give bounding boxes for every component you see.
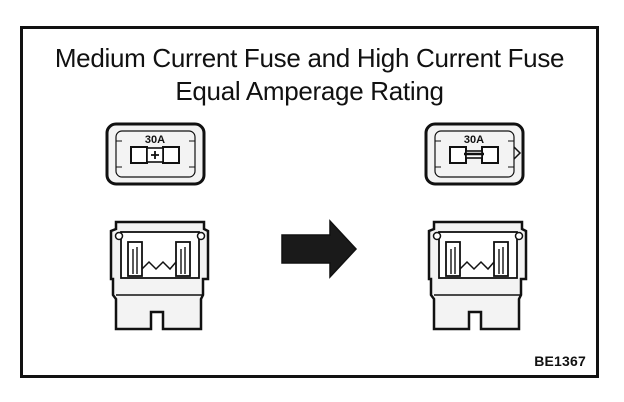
medium-current-fuse-side-left-icon — [109, 220, 210, 331]
diagram-code: BE1367 — [534, 353, 586, 369]
high-current-fuse-side-right-icon — [427, 220, 528, 331]
fuse-rating-label-right: 30A — [464, 134, 484, 146]
fuse-rating-label-left: 30A — [145, 134, 165, 146]
diagram-frame: Medium Current Fuse and High Current Fus… — [20, 26, 599, 378]
medium-current-fuse-left-icon — [105, 122, 206, 186]
fuse-illustration: 30A 30A — [105, 122, 528, 331]
diagram-title-line-2: Equal Amperage Rating — [175, 76, 444, 106]
right-arrow-icon — [281, 219, 358, 279]
high-current-fuse-right-icon — [424, 122, 525, 186]
diagram-title-line-1: Medium Current Fuse and High Current Fus… — [54, 43, 565, 73]
